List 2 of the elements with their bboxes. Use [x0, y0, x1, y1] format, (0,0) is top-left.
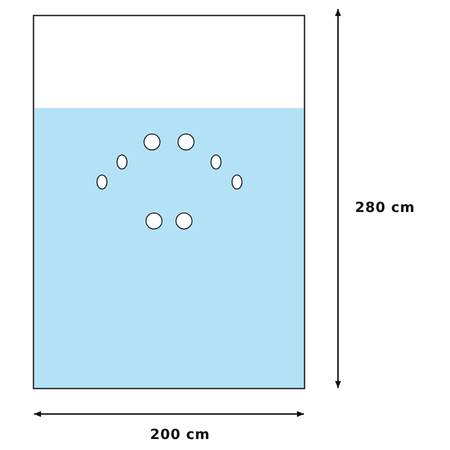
dimension-label: 280 cm	[355, 200, 415, 216]
dimension-label: 200 cm	[150, 427, 210, 443]
